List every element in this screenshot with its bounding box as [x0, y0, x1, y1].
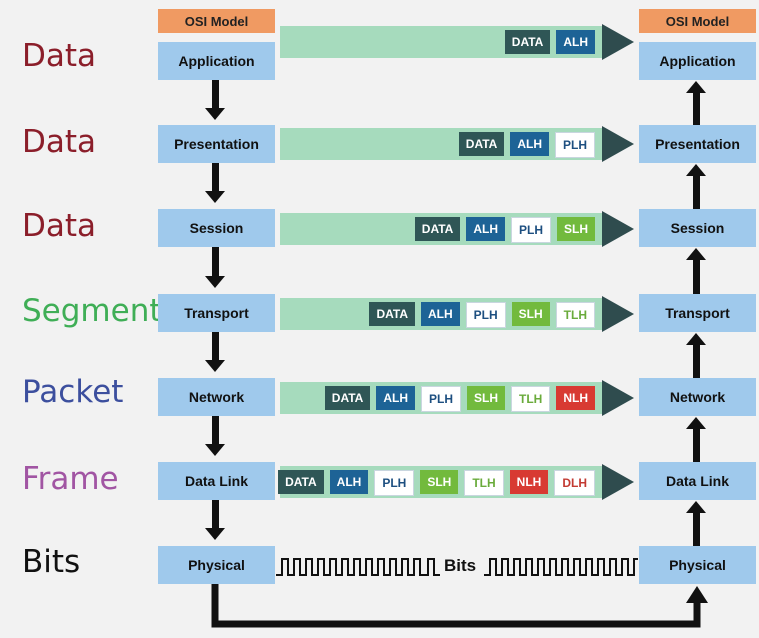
layer-physical-right: Physical — [639, 546, 756, 584]
arrow-head-session — [602, 211, 634, 247]
up-arrow-icon — [686, 81, 706, 93]
layer-presentation-right: Presentation — [639, 125, 756, 163]
chip-data: DATA — [324, 386, 371, 410]
encapsulation-bar-presentation: DATA ALH PLH — [280, 128, 603, 160]
layer-transport-left: Transport — [158, 294, 275, 332]
osi-model-header-right: OSI Model — [639, 9, 756, 33]
encapsulation-bar-transport: DATA ALH PLH SLH TLH — [280, 298, 603, 330]
up-arrow-shaft — [693, 512, 700, 546]
chip-plh: PLH — [374, 470, 415, 496]
down-arrow-icon — [205, 108, 225, 120]
chip-slh: SLH — [557, 217, 595, 241]
up-arrow-icon — [686, 586, 708, 603]
layer-session-right: Session — [639, 209, 756, 247]
up-arrow-shaft — [693, 259, 700, 294]
chip-tlh: TLH — [555, 302, 595, 328]
chip-data: DATA — [414, 217, 461, 241]
layer-data-link-right: Data Link — [639, 462, 756, 500]
chip-plh: PLH — [421, 386, 461, 412]
layer-application-left: Application — [158, 42, 275, 80]
arrow-head-transport — [602, 296, 634, 332]
down-arrow-icon — [205, 444, 225, 456]
down-arrow-shaft — [212, 500, 219, 529]
chip-nlh: NLH — [556, 386, 595, 410]
down-arrow-shaft — [212, 247, 219, 277]
pdu-label-physical: Bits — [22, 544, 81, 580]
chip-data: DATA — [458, 132, 505, 156]
pdu-label-application: Data — [22, 38, 97, 74]
up-arrow-icon — [686, 333, 706, 345]
down-arrow-shaft — [212, 416, 219, 445]
layer-application-right: Application — [639, 42, 756, 80]
layer-network-left: Network — [158, 378, 275, 416]
up-arrow-shaft — [693, 344, 700, 378]
chip-slh: SLH — [467, 386, 505, 410]
square-wave-right — [484, 558, 638, 576]
chip-alh: ALH — [376, 386, 415, 410]
chip-dlh: DLH — [554, 470, 595, 496]
up-arrow-icon — [686, 164, 706, 176]
chip-plh: PLH — [465, 302, 506, 328]
chip-alh: ALH — [510, 132, 549, 156]
up-arrow-icon — [686, 501, 706, 513]
chip-alh: ALH — [466, 217, 505, 241]
chip-slh: SLH — [420, 470, 459, 494]
pdu-label-presentation: Data — [22, 124, 97, 160]
bits-square-wave — [276, 558, 638, 576]
layer-session-left: Session — [158, 209, 275, 247]
layer-network-right: Network — [639, 378, 756, 416]
chip-data: DATA — [278, 470, 324, 494]
down-arrow-shaft — [212, 163, 219, 192]
up-arrow-shaft — [693, 428, 700, 462]
chip-data: DATA — [504, 30, 551, 54]
up-arrow-icon — [686, 417, 706, 429]
down-arrow-icon — [205, 191, 225, 203]
chip-tlh: TLH — [464, 470, 504, 496]
pdu-label-data-link: Frame — [22, 461, 119, 497]
down-arrow-shaft — [212, 80, 219, 109]
down-arrow-shaft — [212, 332, 219, 361]
layer-data-link-left: Data Link — [158, 462, 275, 500]
down-arrow-icon — [205, 276, 225, 288]
pdu-label-transport: Segment — [22, 293, 162, 329]
layer-transport-right: Transport — [639, 294, 756, 332]
square-wave-left — [276, 558, 440, 576]
bits-label: Bits — [440, 556, 481, 576]
chip-alh: ALH — [556, 30, 595, 54]
arrow-head-presentation — [602, 126, 634, 162]
arrow-head-network — [602, 380, 634, 416]
layer-presentation-left: Presentation — [158, 125, 275, 163]
encapsulation-bar-data-link: DATA ALH PLH SLH TLH NLH DLH — [278, 466, 603, 498]
chip-alh: ALH — [329, 470, 369, 494]
chip-plh: PLH — [555, 132, 595, 158]
encapsulation-bar-application: DATA ALH — [280, 26, 603, 58]
chip-alh: ALH — [421, 302, 460, 326]
encapsulation-bar-network: DATA ALH PLH SLH TLH NLH — [280, 382, 603, 414]
chip-slh: SLH — [511, 302, 550, 326]
up-arrow-icon — [686, 248, 706, 260]
chip-data: DATA — [369, 302, 415, 326]
down-arrow-icon — [205, 528, 225, 540]
encapsulation-bar-session: DATA ALH PLH SLH — [280, 213, 603, 245]
chip-nlh: NLH — [509, 470, 549, 494]
layer-physical-left: Physical — [158, 546, 275, 584]
chip-plh: PLH — [511, 217, 551, 243]
chip-tlh: TLH — [511, 386, 551, 412]
arrow-head-data-link — [602, 464, 634, 500]
up-arrow-shaft — [693, 92, 700, 125]
pdu-label-network: Packet — [22, 374, 124, 410]
osi-model-header-left: OSI Model — [158, 9, 275, 33]
physical-link-path — [211, 584, 701, 628]
arrow-head-application — [602, 24, 634, 60]
down-arrow-icon — [205, 360, 225, 372]
pdu-label-session: Data — [22, 208, 97, 244]
up-arrow-shaft — [693, 175, 700, 209]
